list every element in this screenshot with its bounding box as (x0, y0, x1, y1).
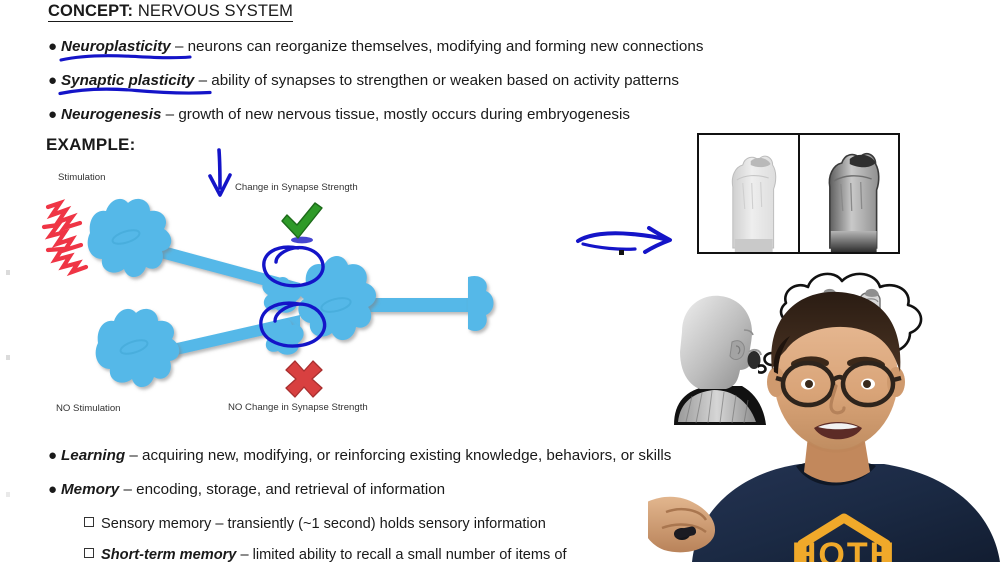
presenter-person: HOTH (648, 291, 1000, 562)
bullet-marker: ● (48, 481, 58, 498)
bullet-neurogenesis: ●Neurogenesis – growth of new nervous ti… (48, 106, 630, 124)
bullet-term: Learning (61, 447, 126, 464)
label-change-in-synapse-strength: Change in Synapse Strength (235, 182, 358, 193)
blue-arrow-down-annotation (208, 148, 232, 197)
label-stimulation: Stimulation (58, 172, 106, 183)
blue-underline-neuroplasticity (59, 54, 192, 62)
bullet-synaptic-plasticity: ●Synaptic plasticity – ability of synaps… (48, 72, 679, 90)
bullet-learning: ●Learning – acquiring new, modifying, or… (48, 447, 671, 465)
bullet-memory: ●Memory – encoding, storage, and retriev… (48, 481, 445, 499)
bullet-term: Memory (61, 481, 120, 498)
sub-bullet-short-term-memory: Short-term memory – limited ability to r… (84, 546, 567, 564)
sub-bullet-text: – limited ability to recall a small numb… (236, 547, 567, 563)
stimulation-bolts (41, 199, 89, 277)
bullet-term: Neurogenesis (61, 106, 162, 123)
page-title-bold: CONCEPT: (48, 2, 134, 20)
bullet-term: Synaptic plasticity (61, 72, 195, 89)
checkbox-square-icon (84, 548, 94, 558)
bullet-body: – encoding, storage, and retrieval of in… (119, 481, 446, 498)
bullet-body: – neurons can reorganize themselves, mod… (170, 38, 704, 55)
page-title-rest: NERVOUS SYSTEM (133, 2, 293, 20)
presenter-video-overlay: HOTH (648, 260, 1000, 562)
presenter-hand (648, 496, 715, 553)
sub-bullet-sensory-memory: Sensory memory – transiently (~1 second)… (84, 515, 546, 533)
example-label: EXAMPLE: (46, 135, 136, 154)
edge-artifact (6, 355, 10, 360)
bullet-marker: ● (48, 447, 58, 464)
sub-bullet-term: Short-term memory (101, 547, 237, 563)
edge-artifact (6, 270, 10, 275)
hand-cell-dark (797, 135, 899, 252)
grayscale-speaking-head-graphic (674, 295, 766, 425)
blue-arrow-right-annotation (576, 226, 672, 255)
bullet-body: – ability of synapses to strengthen or w… (194, 72, 679, 89)
edge-artifact (6, 492, 10, 497)
blue-circle-annotation-bottom (259, 301, 327, 348)
blue-circle-annotation-top (262, 245, 325, 288)
green-check-icon (281, 202, 323, 244)
checkbox-square-icon (84, 517, 94, 527)
hand-comparison-panel (697, 133, 900, 254)
shirt-logo (797, 513, 891, 562)
bullet-body: – growth of new nervous tissue, mostly o… (161, 106, 630, 123)
bullet-marker: ● (48, 106, 58, 123)
sub-bullet-text: Sensory memory – transiently (~1 second)… (101, 516, 546, 532)
bullet-term: Neuroplasticity (61, 38, 171, 55)
page-title: CONCEPT: NERVOUS SYSTEM (48, 2, 293, 22)
hand-cell-light (699, 135, 798, 252)
shirt-logo-text: HOTH (792, 536, 896, 562)
bullet-marker: ● (48, 38, 58, 55)
red-x-icon (285, 360, 323, 398)
label-no-change-in-synapse-strength: NO Change in Synapse Strength (228, 402, 368, 413)
label-no-stimulation: NO Stimulation (56, 403, 121, 414)
bullet-neuroplasticity: ●Neuroplasticity – neurons can reorganiz… (48, 38, 703, 56)
bullet-marker: ● (48, 72, 58, 89)
eyeglasses (775, 360, 902, 408)
neuron-diagram (41, 198, 494, 388)
blue-underline-synaptic-plasticity (58, 87, 212, 96)
bullet-body: – acquiring new, modifying, or reinforci… (125, 447, 672, 464)
svg-text:HOTH: HOTH (792, 536, 896, 562)
